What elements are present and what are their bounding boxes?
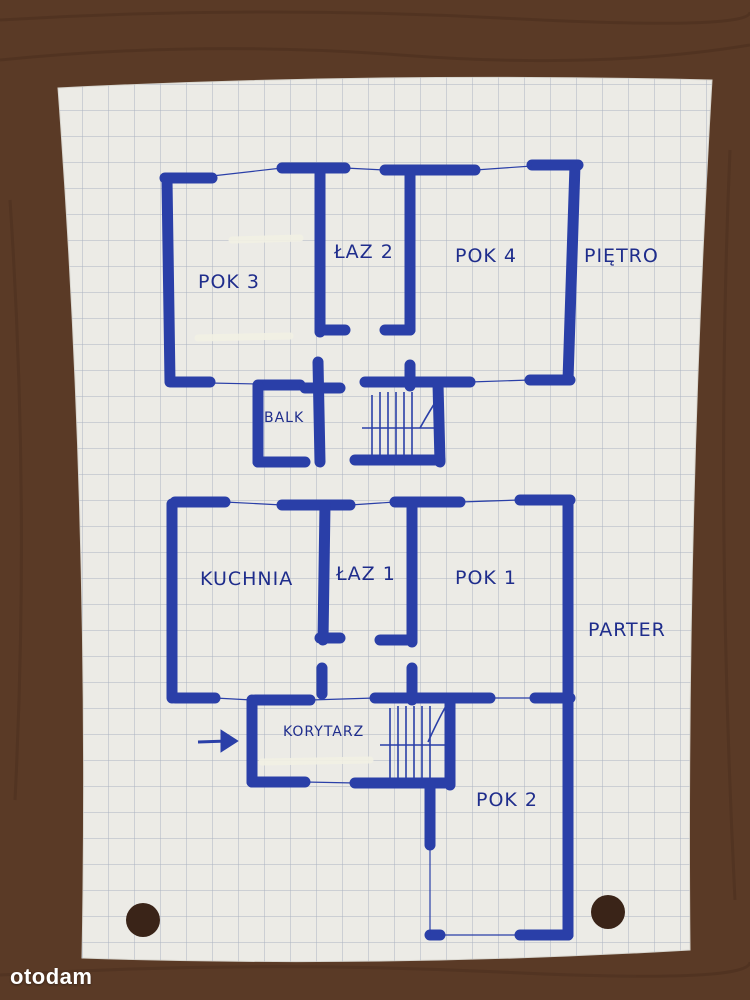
ground-floor-walls (166, 494, 576, 941)
room-label-laz2: ŁAZ 2 (333, 241, 394, 263)
room-label-pok3: POK 3 (198, 271, 260, 293)
upper-staircase (362, 392, 441, 455)
room-label-korytarz: KORYTARZ (283, 724, 364, 740)
floor-label-pietro: PIĘTRO (584, 245, 659, 267)
room-label-pok1: POK 1 (455, 567, 517, 589)
upper-thin-lines (209, 165, 533, 385)
punch-hole-left (126, 903, 160, 937)
watermark-logo: otodam (10, 964, 93, 989)
ground-thin-lines (214, 499, 535, 936)
room-label-laz1: ŁAZ 1 (335, 563, 396, 585)
floor-label-parter: PARTER (588, 619, 666, 641)
grid-paper (58, 77, 712, 962)
wood-grain (0, 10, 750, 978)
punch-hole-right (591, 895, 625, 929)
room-label-kuchnia: KUCHNIA (200, 568, 293, 590)
entrance-arrow-icon (197, 729, 239, 753)
room-label-pok2: POK 2 (476, 789, 538, 811)
ground-staircase (380, 705, 447, 778)
room-label-pok4: POK 4 (455, 245, 517, 267)
correction-marks (194, 234, 374, 766)
room-label-balkon: BALK (264, 410, 304, 426)
